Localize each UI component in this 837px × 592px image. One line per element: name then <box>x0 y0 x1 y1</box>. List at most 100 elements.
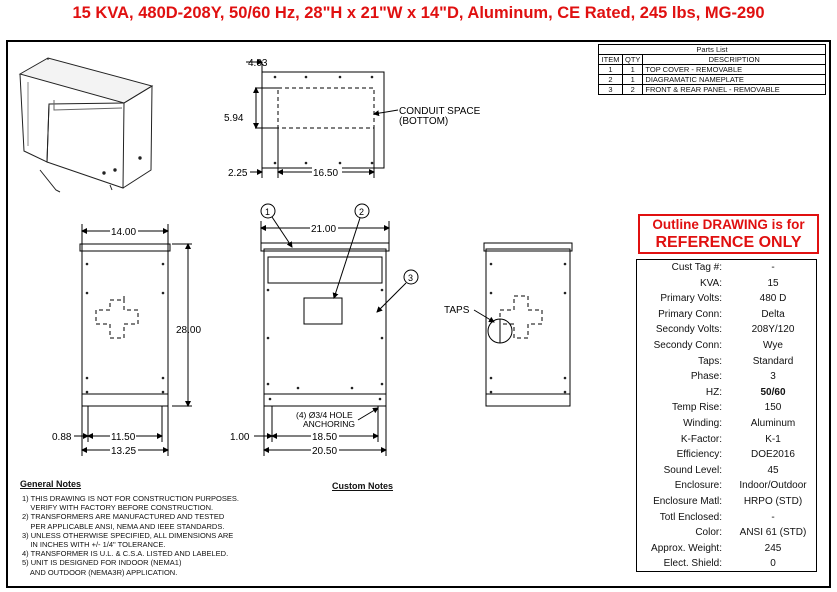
spec-row: Totl Enclosed: - <box>637 510 816 526</box>
spec-row: Secondy Volts: 208Y/120 <box>637 322 816 338</box>
left-side-view: 14.00 28.00 0.88 11.50 13.25 <box>52 224 201 457</box>
spec-value: DOE2016 <box>751 449 795 461</box>
spec-value: Delta <box>761 308 785 320</box>
list-item: 2) TRANSFORMERS ARE MANUFACTURED AND TES… <box>22 512 225 522</box>
spec-row: Efficiency:DOE2016 <box>637 447 816 463</box>
spec-value: 208Y/120 <box>751 324 795 336</box>
spec-label: HZ: <box>705 386 722 398</box>
spec-row: Primary Conn: Delta <box>637 307 816 323</box>
list-item: VERIFY WITH FACTORY BEFORE CONSTRUCTION. <box>22 503 214 513</box>
callout-3: 3 <box>408 273 413 283</box>
spec-row: KVA:15 <box>637 276 816 292</box>
spec-label: Primary Volts: <box>660 293 722 305</box>
spec-label: Temp Rise: <box>671 402 722 414</box>
spec-value: 0 <box>770 558 776 570</box>
spec-label: Secondy Volts: <box>655 324 722 336</box>
dim-16-50: 16.50 <box>313 168 338 179</box>
spec-row: Approx. Weight: 245 <box>637 541 816 557</box>
cell-description: TOP COVER - REMOVABLE <box>642 64 826 75</box>
spec-value: 150 <box>764 402 782 414</box>
spec-value: - <box>771 262 775 273</box>
cell-qty: 1 <box>621 74 644 85</box>
spec-label: K-Factor: <box>680 433 722 445</box>
dim-28-00: 28.00 <box>176 325 201 336</box>
hole-note: (4) Ø3/4 HOLE <box>296 410 353 420</box>
dim-13-25: 13.25 <box>111 446 136 457</box>
cell-qty: 1 <box>621 64 644 75</box>
spec-label: Sound Level: <box>663 464 722 476</box>
spec-label: KVA: <box>699 277 722 289</box>
header-qty: QTY <box>621 54 644 65</box>
cell-item: 3 <box>598 84 623 95</box>
table-row: 3 2 FRONT & REAR PANEL - REMOVABLE <box>598 84 826 95</box>
dim-1-00: 1.00 <box>230 432 250 443</box>
reference-banner-line2: REFERENCE ONLY <box>655 234 802 251</box>
spec-label: Enclosure: <box>674 480 722 492</box>
spec-value: - <box>771 511 775 523</box>
top-view: 4.03 5.94 2.25 16.50 CONDUIT SPACE (BOTT… <box>224 58 481 179</box>
callout-1: 1 <box>265 207 270 217</box>
spec-value: 245 <box>764 542 782 554</box>
spec-label: Elect. Shield: <box>663 558 722 570</box>
spec-value: 45 <box>767 464 779 476</box>
spec-label: Primary Conn: <box>658 308 722 320</box>
spec-label: Secondy Conn: <box>653 339 722 351</box>
spec-label: Color: <box>695 527 722 539</box>
cell-item: 1 <box>598 64 623 75</box>
front-view: 21.00 1 2 3 (4) Ø3/4 HOLE ANCHORING 1.00… <box>230 203 419 457</box>
spec-value: 3 <box>770 371 776 383</box>
drawing-frame <box>6 40 831 588</box>
spec-value: Indoor/Outdoor <box>739 480 807 492</box>
callout-2: 2 <box>359 207 364 217</box>
spec-value: HRPO (STD) <box>743 495 803 507</box>
list-item: 3) UNLESS OTHERWISE SPECIFIED, ALL DIMEN… <box>22 530 234 540</box>
dim-18-50: 18.50 <box>312 432 337 443</box>
callout-circle-2 <box>354 203 370 219</box>
table-row: 2 1 DIAGRAMATIC NAMEPLATE <box>598 74 826 85</box>
spec-value: 480 D <box>759 293 787 305</box>
dim-0-88: 0.88 <box>52 432 72 443</box>
spec-row: Enclosure Matl:HRPO (STD) <box>637 494 816 510</box>
spec-value: Wye <box>763 339 783 351</box>
spec-row: Phase: 3 <box>637 369 816 385</box>
reference-only-banner: Outline DRAWING is for REFERENCE ONLY <box>638 214 819 254</box>
spec-label: Phase: <box>690 371 722 383</box>
list-item: IN INCHES WITH +/- 1/4" TOLERANCE. <box>22 540 166 550</box>
spec-row: Color:ANSI 61 (STD) <box>637 525 816 541</box>
conduit-label: CONDUIT SPACE <box>399 106 481 117</box>
table-row: 1 1 TOP COVER - REMOVABLE <box>598 64 826 75</box>
spec-label: Totl Enclosed: <box>659 511 722 523</box>
hole-note-sub: ANCHORING <box>303 419 355 429</box>
list-item: 5) UNIT IS DESIGNED FOR INDOOR (NEMA1) <box>22 558 182 568</box>
right-side-view: TAPS <box>444 242 573 407</box>
cell-description: FRONT & REAR PANEL - REMOVABLE <box>642 84 826 95</box>
spec-value: Aluminum <box>750 417 796 429</box>
spec-label: Cust Tag #: <box>671 262 722 273</box>
spec-value: 50/60 <box>760 386 786 398</box>
conduit-sublabel: (BOTTOM) <box>399 116 448 127</box>
callout-circle-1 <box>260 203 276 219</box>
spec-row: Elect. Shield: 0 <box>637 556 816 572</box>
taps-label: TAPS <box>444 305 470 316</box>
dim-21-00: 21.00 <box>311 224 336 235</box>
spec-row: Taps:Standard <box>637 354 816 370</box>
spec-row: Winding: Aluminum <box>637 416 816 432</box>
spec-row: Sound Level: 45 <box>637 463 816 479</box>
list-item: PER APPLICABLE ANSI, NEMA AND IEEE STAND… <box>22 521 225 531</box>
dim-20-50: 20.50 <box>312 446 337 457</box>
spec-label: Winding: <box>683 417 722 429</box>
general-notes-title: General Notes <box>20 479 82 489</box>
isometric-view <box>18 57 154 193</box>
spec-table: Cust Tag #:- KVA:15 Primary Volts:480 D … <box>636 259 817 572</box>
spec-row: Temp Rise: 150 <box>637 400 816 416</box>
spec-value: Standard <box>752 355 794 367</box>
dim-11-50: 11.50 <box>111 432 136 443</box>
cell-description: DIAGRAMATIC NAMEPLATE <box>642 74 826 85</box>
cell-item: 2 <box>598 74 623 85</box>
spec-value: K-1 <box>765 433 781 445</box>
callout-circle-3 <box>403 269 419 285</box>
spec-row: Primary Volts: 480 D <box>637 291 816 307</box>
spec-row: Cust Tag #: - <box>637 260 816 276</box>
spec-label: Approx. Weight: <box>651 542 722 554</box>
